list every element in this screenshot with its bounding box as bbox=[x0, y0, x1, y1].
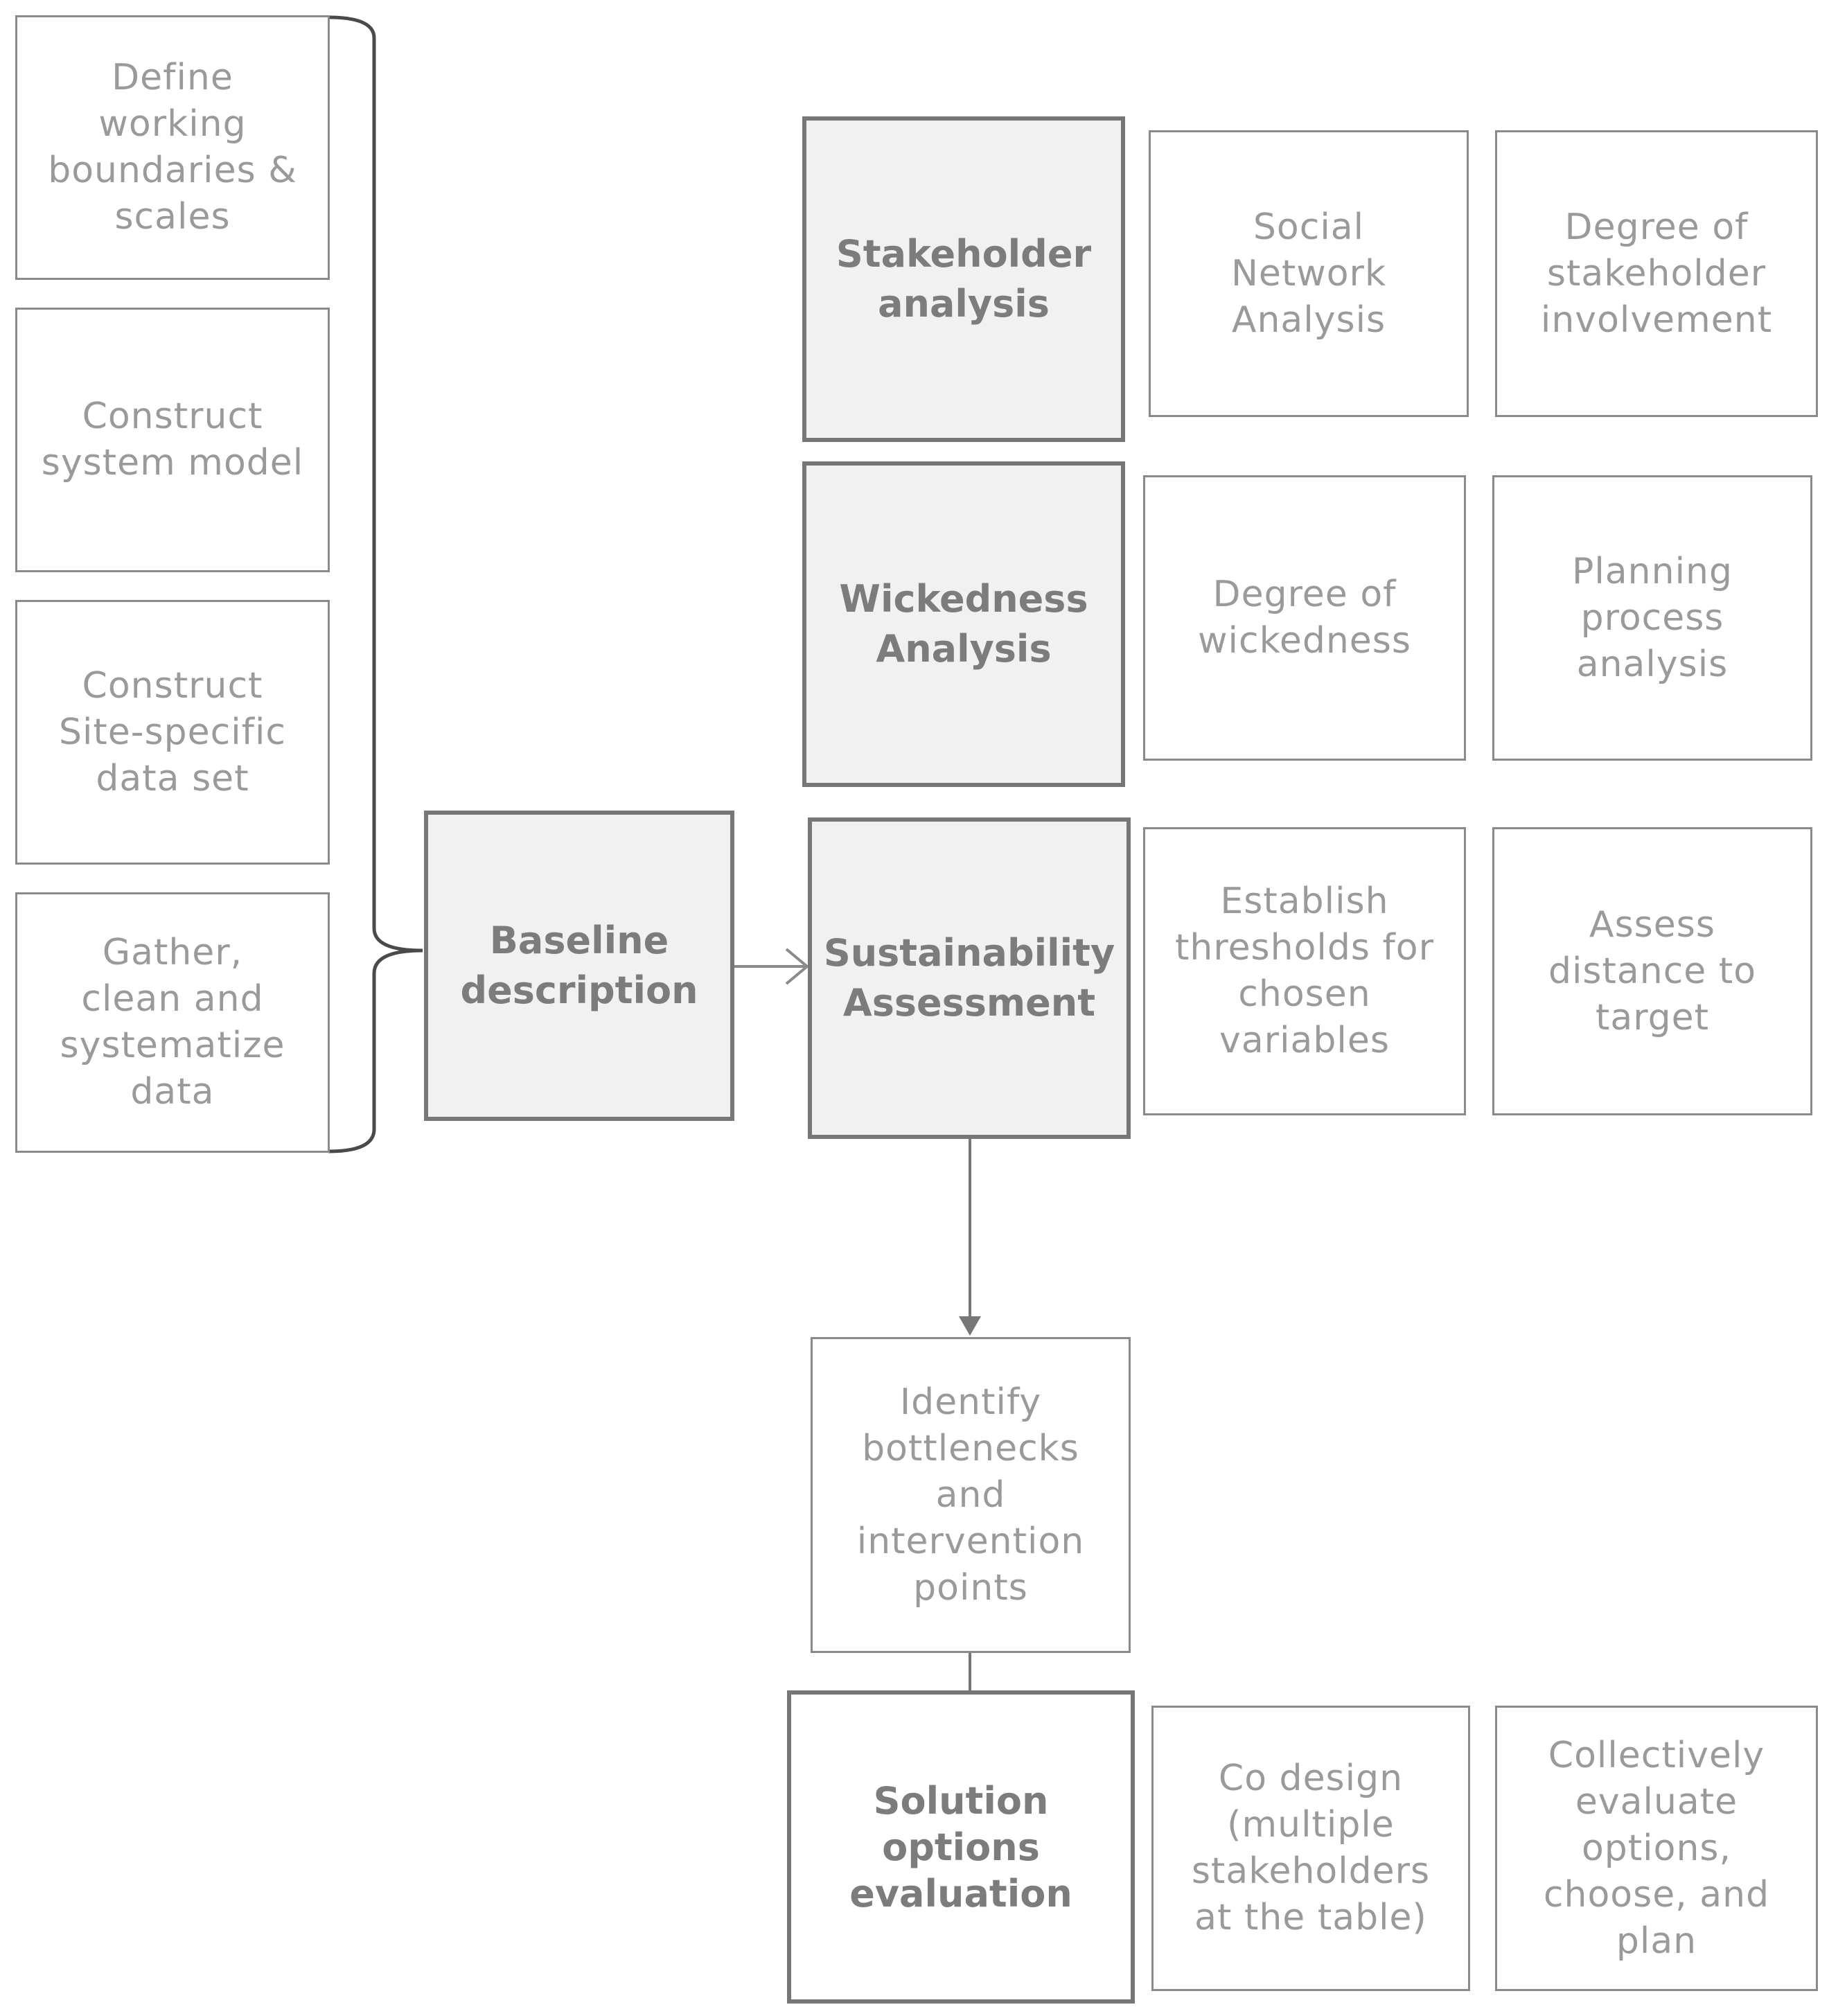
construct-dataset-box: Construct Site-specific data set bbox=[15, 600, 330, 865]
construct-dataset-label: Construct Site-specific data set bbox=[58, 664, 287, 799]
wickedness-analysis-label: Wickedness Analysis bbox=[839, 577, 1088, 671]
stakeholder-involvement-label: Degree of stakeholder involvement bbox=[1540, 206, 1773, 341]
construct-system-model-label: Construct system model bbox=[41, 396, 304, 484]
identify-bottlenecks-label: Identify bottlenecks and intervention po… bbox=[856, 1381, 1085, 1609]
assess-distance-box: Assess distance to target bbox=[1492, 827, 1812, 1115]
baseline-to-sustainability-arrow bbox=[733, 948, 810, 985]
planning-process-box: Planning process analysis bbox=[1492, 475, 1812, 761]
define-boundaries-label: Define working boundaries & scales bbox=[48, 57, 297, 238]
baseline-description-label: Baseline description bbox=[460, 919, 698, 1012]
input-group-bracket bbox=[328, 15, 423, 1153]
identify-bottlenecks-box: Identify bottlenecks and intervention po… bbox=[811, 1337, 1131, 1653]
stakeholder-analysis-box: Stakeholder analysis bbox=[802, 116, 1125, 442]
co-design-box: Co design (multiple stakeholders at the … bbox=[1151, 1706, 1470, 1991]
planning-process-label: Planning process analysis bbox=[1572, 550, 1733, 685]
stakeholder-analysis-label: Stakeholder analysis bbox=[836, 232, 1092, 326]
degree-of-wickedness-box: Degree of wickedness bbox=[1143, 475, 1466, 761]
wickedness-analysis-box: Wickedness Analysis bbox=[802, 461, 1125, 787]
establish-thresholds-box: Establish thresholds for chosen variable… bbox=[1143, 827, 1466, 1115]
sustainability-assessment-box: Sustainability Assessment bbox=[808, 817, 1131, 1139]
assess-distance-label: Assess distance to target bbox=[1548, 903, 1757, 1038]
solution-options-box: Solution options evaluation bbox=[787, 1690, 1135, 2004]
construct-system-model-box: Construct system model bbox=[15, 308, 330, 572]
gather-data-box: Gather, clean and systematize data bbox=[15, 892, 330, 1153]
establish-thresholds-label: Establish thresholds for chosen variable… bbox=[1174, 881, 1434, 1061]
sustainability-to-bottlenecks-arrow bbox=[959, 1138, 981, 1336]
gather-data-label: Gather, clean and systematize data bbox=[60, 932, 285, 1113]
define-boundaries-box: Define working boundaries & scales bbox=[15, 15, 330, 280]
sustainability-assessment-label: Sustainability Assessment bbox=[823, 931, 1115, 1025]
solution-options-label: Solution options evaluation bbox=[849, 1778, 1072, 1916]
collectively-evaluate-label: Collectively evaluate options, choose, a… bbox=[1543, 1734, 1770, 1962]
co-design-label: Co design (multiple stakeholders at the … bbox=[1191, 1758, 1431, 1938]
social-network-analysis-box: Social Network Analysis bbox=[1149, 130, 1469, 417]
stakeholder-involvement-box: Degree of stakeholder involvement bbox=[1495, 130, 1818, 417]
social-network-analysis-label: Social Network Analysis bbox=[1230, 206, 1387, 341]
collectively-evaluate-box: Collectively evaluate options, choose, a… bbox=[1495, 1706, 1818, 1991]
baseline-description-box: Baseline description bbox=[424, 811, 734, 1121]
degree-of-wickedness-label: Degree of wickedness bbox=[1198, 574, 1411, 662]
